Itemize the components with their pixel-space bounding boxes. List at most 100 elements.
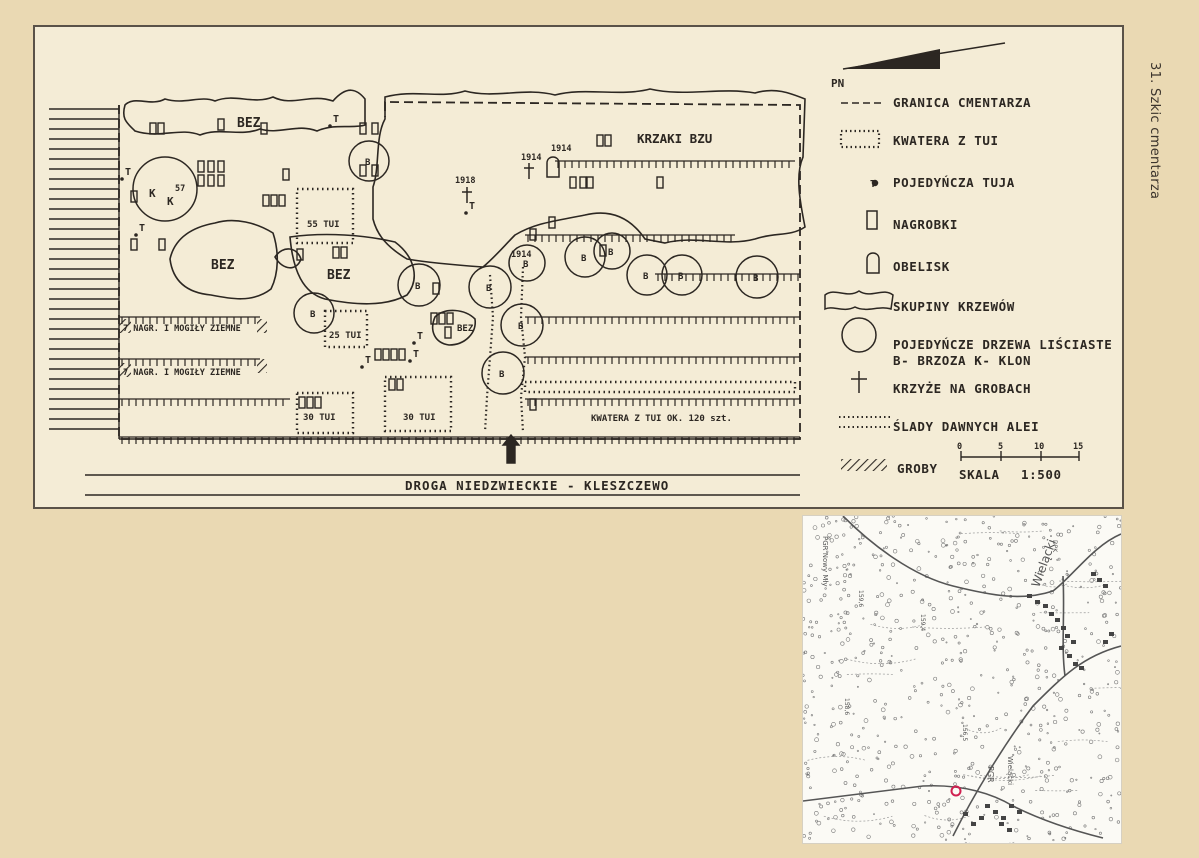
legend-trees_1: POJEDYŃCZE DRZEWA LIŚCIASTE (893, 337, 1112, 352)
gravestone (548, 216, 556, 229)
gravestone (371, 164, 379, 177)
scale-tick-15: 15 (1073, 442, 1083, 452)
scale-tick-10: 10 (1034, 442, 1044, 452)
birch-letter: B (365, 158, 371, 168)
tuja-marker: T (469, 201, 475, 212)
gravestone (656, 176, 664, 189)
label-55-tui: 55 TUI (307, 220, 340, 230)
gravestone (596, 134, 604, 147)
topo-building (1043, 604, 1048, 608)
label-bez-center: BEZ (327, 268, 351, 283)
label-bez-top: BEZ (237, 116, 261, 131)
topo-building (1067, 654, 1072, 658)
legend-alleys: ŚLADY DAWNYCH ALEI (893, 419, 1039, 434)
maple-k-2: K (167, 195, 174, 208)
legend-tui_quarter: KWATERA Z TUI (893, 133, 999, 148)
gravestone (396, 378, 404, 391)
birch-letter: B (753, 274, 759, 284)
tree-circle (348, 140, 390, 182)
label-nagr-1: 7 NAGR. I MOGIŁY ZIEMNE (123, 324, 241, 334)
cemetery-location-marker (950, 785, 962, 797)
topo-building (979, 816, 984, 820)
gravestone (260, 122, 268, 135)
gravestone (217, 160, 225, 173)
topo-label-road: Wielącki (1006, 756, 1014, 785)
topo-building (1017, 810, 1022, 814)
topo-elev-2: 159,4 (919, 614, 926, 631)
topo-building (1097, 578, 1102, 582)
topo-building (1109, 632, 1114, 636)
tree-circle (564, 236, 606, 278)
gravestone (314, 396, 322, 409)
gravestone (398, 348, 406, 361)
topo-building (963, 812, 968, 816)
road-label: DROGA NIEDZWIECKIE - KLESZCZEWO (405, 478, 669, 493)
topo-building (1071, 640, 1076, 644)
number-57: 57 (175, 184, 185, 194)
north-arrow: PN (831, 42, 1006, 90)
year-1914-c: 1914 (511, 250, 531, 260)
legend-crosses: KRZYŻE NA GROBACH (893, 381, 1031, 396)
map-obelisk (546, 156, 560, 178)
tree-circle (293, 292, 335, 334)
topo-buildings (963, 572, 1114, 832)
topo-building (985, 804, 990, 808)
gravestone (359, 164, 367, 177)
gravestone (332, 246, 340, 259)
legend-t-symbol: T (870, 179, 876, 190)
topographic-map: Wielącki PGR Nowy Mły PGR Wielącki 159,6… (802, 515, 1122, 844)
gravestone (340, 246, 348, 259)
scale-bar (960, 451, 1080, 461)
gravestone (569, 176, 577, 189)
birch-letter: B (415, 282, 421, 292)
birch-letter: B (678, 272, 684, 282)
gravestone (359, 122, 367, 135)
gravestone (207, 160, 215, 173)
gravestone (430, 312, 438, 325)
year-1918: 1918 (455, 176, 475, 186)
topo-building (1001, 816, 1006, 820)
topo-vegetation (803, 516, 1121, 843)
scale-tick-5: 5 (998, 442, 1003, 452)
legend-shrubs: SKUPINY KRZEWÓW (893, 299, 1015, 314)
topo-label-dpk: DPK (1051, 540, 1058, 553)
gravestone (270, 194, 278, 207)
shrub-bez-left (169, 219, 476, 346)
tree-circle (508, 244, 546, 282)
gravestone (278, 194, 286, 207)
grave-rows (119, 160, 800, 444)
tree-circle (500, 303, 544, 347)
gravestone (599, 244, 607, 257)
topo-elev-3: 158,6 (843, 698, 850, 715)
topo-building (1055, 618, 1060, 622)
gravestone (217, 118, 225, 131)
gravestone (197, 174, 205, 187)
topo-building (971, 822, 976, 826)
gravestone (130, 190, 138, 203)
topo-building (1103, 584, 1108, 588)
gravestone (197, 160, 205, 173)
north-label: PN (831, 77, 844, 90)
tree-circle (735, 255, 779, 299)
topo-building (999, 822, 1004, 826)
topo-building (1079, 666, 1084, 670)
tuja-marker: T (139, 223, 145, 234)
topo-building (1059, 646, 1064, 650)
label-bez-small: BEZ (457, 324, 474, 334)
gravestone (371, 122, 379, 135)
gravestones (130, 118, 664, 411)
legend-obelisk: OBELISK (893, 259, 950, 274)
topo-building (1073, 662, 1078, 666)
hatched-graves (119, 319, 267, 377)
gravestone (382, 348, 390, 361)
tree-circle (397, 263, 441, 307)
gravestone (586, 176, 594, 189)
map-crosses (462, 163, 534, 203)
label-kwatera: KWATERA Z TUI OK. 120 szt. (591, 414, 732, 424)
tuja-marker: T (417, 331, 423, 342)
label-30-tui-b: 30 TUI (403, 413, 436, 423)
label-nagr-2: 7 NAGR. I MOGIŁY ZIEMNE (123, 368, 241, 378)
